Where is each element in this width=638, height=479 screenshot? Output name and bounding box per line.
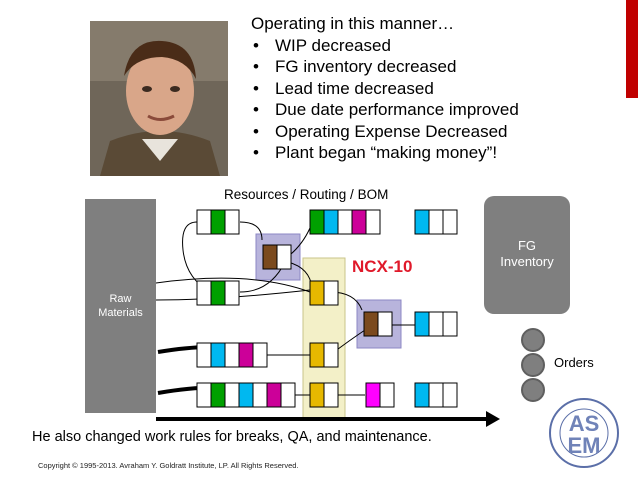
svg-text:AS: AS bbox=[569, 411, 600, 436]
constraint-label: NCX-10 bbox=[352, 257, 413, 276]
caption: He also changed work rules for breaks, Q… bbox=[32, 429, 432, 445]
bullet-heading: Operating in this manner… bbox=[251, 14, 455, 33]
person-photo bbox=[90, 21, 228, 176]
raw-materials-label: Raw bbox=[109, 293, 132, 305]
diagram-title: Resources / Routing / BOM bbox=[224, 187, 389, 202]
bullet-item: Due date performance improved bbox=[251, 99, 519, 121]
red-accent-bar bbox=[626, 0, 638, 98]
order-circle bbox=[521, 328, 545, 352]
bullet-item: Operating Expense Decreased bbox=[251, 121, 519, 143]
copyright: Copyright © 1995-2013. Avraham Y. Goldra… bbox=[38, 461, 299, 470]
bullet-item: WIP decreased bbox=[251, 35, 519, 57]
order-circle bbox=[521, 353, 545, 377]
fg-inventory-box: FG Inventory bbox=[484, 196, 570, 314]
bullet-item: Lead time decreased bbox=[251, 78, 519, 100]
svg-text:EM: EM bbox=[568, 433, 601, 458]
asem-logo: AS EM bbox=[549, 398, 619, 468]
bullet-item: FG inventory decreased bbox=[251, 56, 519, 78]
arrow-head bbox=[486, 411, 500, 427]
orders-label: Orders bbox=[554, 355, 594, 370]
fg-inventory-label: FG bbox=[517, 238, 537, 253]
bullet-item: Plant began “making money”! bbox=[251, 142, 519, 164]
bullet-list: Operating in this manner… WIP decreased … bbox=[251, 13, 519, 164]
order-circle bbox=[521, 378, 545, 402]
raw-materials-label: Materials bbox=[98, 307, 143, 319]
raw-materials-box: Raw Materials bbox=[85, 199, 156, 413]
fg-inventory-label: Inventory bbox=[500, 254, 554, 269]
